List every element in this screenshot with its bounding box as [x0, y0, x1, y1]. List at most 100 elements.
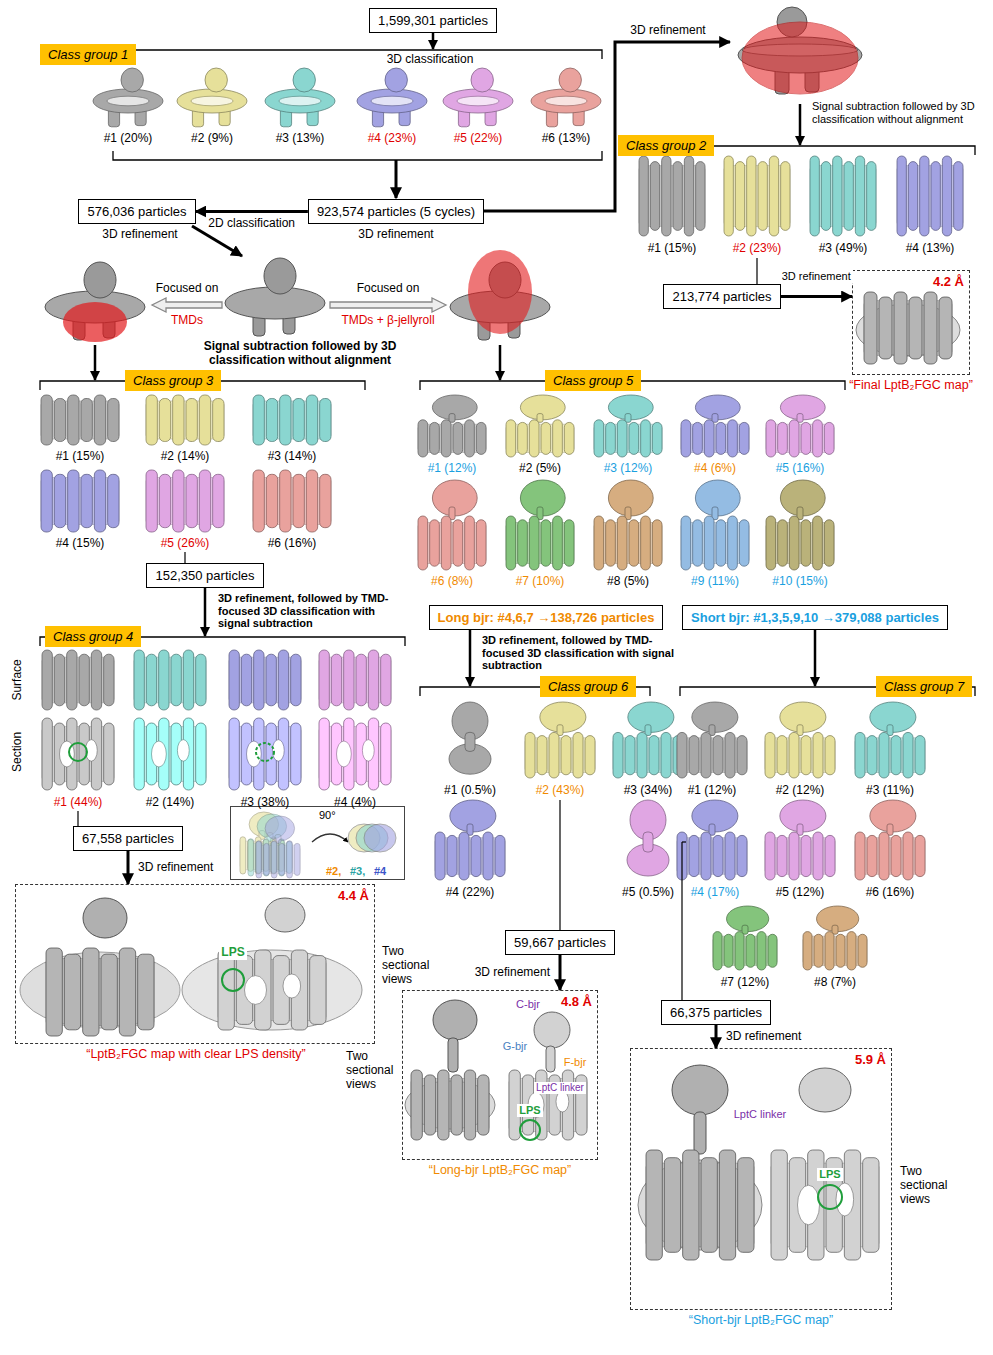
drawing-part — [769, 156, 778, 236]
drawing-part — [825, 736, 835, 775]
flow-connector — [781, 295, 853, 298]
drawing-part — [159, 650, 169, 710]
density-map — [134, 718, 206, 790]
annotation-label: #4 (17%) — [691, 886, 740, 900]
drawing-part — [824, 520, 834, 566]
density-map — [405, 1000, 587, 1140]
drawing-part — [279, 843, 285, 875]
drawing-part — [879, 832, 889, 880]
drawing-part — [186, 399, 197, 442]
rotation-label: 90° — [319, 809, 336, 821]
annotation-label: #3 (49%) — [819, 242, 868, 256]
group-tag: Class group 4 — [45, 626, 141, 647]
focus-arrow — [330, 298, 446, 312]
drawing-part — [263, 839, 269, 876]
drawing-part — [909, 297, 922, 359]
density-map — [855, 800, 925, 880]
drawing-part — [858, 934, 867, 967]
drawing-part — [119, 948, 135, 1036]
drawing-part — [229, 657, 301, 703]
drawing-part — [443, 89, 513, 113]
annotation-label: LptC linker — [534, 1082, 586, 1094]
drawing-part — [266, 654, 276, 706]
drawing-part — [855, 838, 925, 874]
drawing-part — [924, 292, 937, 364]
drawing-part — [159, 474, 170, 527]
drawing-part — [810, 166, 876, 227]
result-map-frame: 5.9 Å“Short-bjr LptB₂FGC map” — [630, 1048, 892, 1310]
annotation-label: #4 (6%) — [694, 462, 736, 476]
annotation-label: #8 (5%) — [607, 575, 649, 589]
drawing-part — [704, 420, 714, 457]
annotation-label: TMDs + β-jellyroll — [341, 314, 434, 328]
connector-label: 3D refinement — [136, 861, 215, 875]
annotation-label: 3D refinement — [358, 228, 433, 242]
drawing-part — [867, 835, 877, 876]
drawing-part — [81, 474, 92, 527]
drawing-part — [613, 732, 623, 778]
group-bracket — [113, 151, 602, 160]
drawing-part — [646, 1150, 662, 1260]
drawing-part — [83, 948, 99, 1036]
group-name: Class group 4 — [53, 629, 133, 644]
drawing-part — [146, 395, 157, 445]
drawing-part — [855, 156, 864, 236]
annotation-label: F-bjr — [562, 1056, 589, 1069]
flow-arrow — [499, 345, 502, 380]
drawing-part — [824, 422, 834, 454]
drawing-part — [240, 837, 246, 874]
drawing-part — [879, 732, 889, 778]
drawing-part — [836, 934, 845, 967]
group-bracket — [113, 50, 602, 59]
drawing-part — [739, 520, 749, 566]
drawing-part — [529, 516, 539, 570]
drawing-part — [939, 297, 952, 359]
process-box: 67,558 particles — [73, 826, 183, 851]
drawing-part — [713, 932, 722, 970]
annotation-label: #3 (12%) — [604, 462, 653, 476]
drawing-part — [546, 1046, 555, 1072]
density-map — [765, 800, 835, 880]
resolution-label: 4.8 Å — [561, 994, 592, 1009]
density-map — [766, 395, 834, 457]
density-map — [506, 480, 574, 570]
drawing-part — [549, 732, 559, 778]
drawing-part — [371, 96, 413, 106]
drawing-part — [320, 474, 331, 527]
density-map — [41, 470, 119, 532]
result-map-frame: 4.4 Å“LptB₂FGC map with clear LPS densit… — [15, 884, 375, 1044]
drawing-part — [464, 1070, 475, 1140]
particle-count: 576,036 particles — [87, 204, 186, 219]
drawing-part — [799, 1068, 851, 1112]
drawing-part — [891, 835, 901, 876]
annotation-label: LPS — [817, 1168, 842, 1181]
drawing-part — [683, 1150, 699, 1260]
annotation-label: LPS — [219, 946, 246, 960]
drawing-part — [553, 420, 563, 457]
drawing-part — [606, 422, 616, 454]
leader-line — [77, 811, 78, 827]
drawing-part — [903, 732, 913, 778]
drawing-part — [725, 732, 735, 778]
connector-label: 2D classification — [206, 217, 297, 231]
lps-circle — [520, 1120, 540, 1140]
annotation-label: #2 (23%) — [733, 242, 782, 256]
density-map — [357, 68, 427, 127]
drawing-part — [518, 520, 528, 566]
drawing-part — [435, 838, 505, 874]
drawing-part — [897, 166, 963, 227]
group-tag: Class group 5 — [545, 370, 641, 391]
drawing-part — [265, 898, 305, 932]
flow-arrow — [192, 226, 242, 256]
drawing-part — [381, 654, 391, 706]
drawing-part — [451, 1075, 462, 1135]
drawing-part — [471, 68, 493, 92]
density-map — [41, 395, 119, 445]
annotation-label: #4 (4%) — [334, 796, 376, 810]
annotation-label: #3 (34%) — [624, 784, 673, 798]
drawing-part — [625, 736, 635, 775]
drawing-part — [54, 399, 65, 442]
process-box: 213,774 particles — [663, 284, 780, 309]
drawing-part — [495, 835, 505, 876]
density-map — [319, 650, 391, 710]
